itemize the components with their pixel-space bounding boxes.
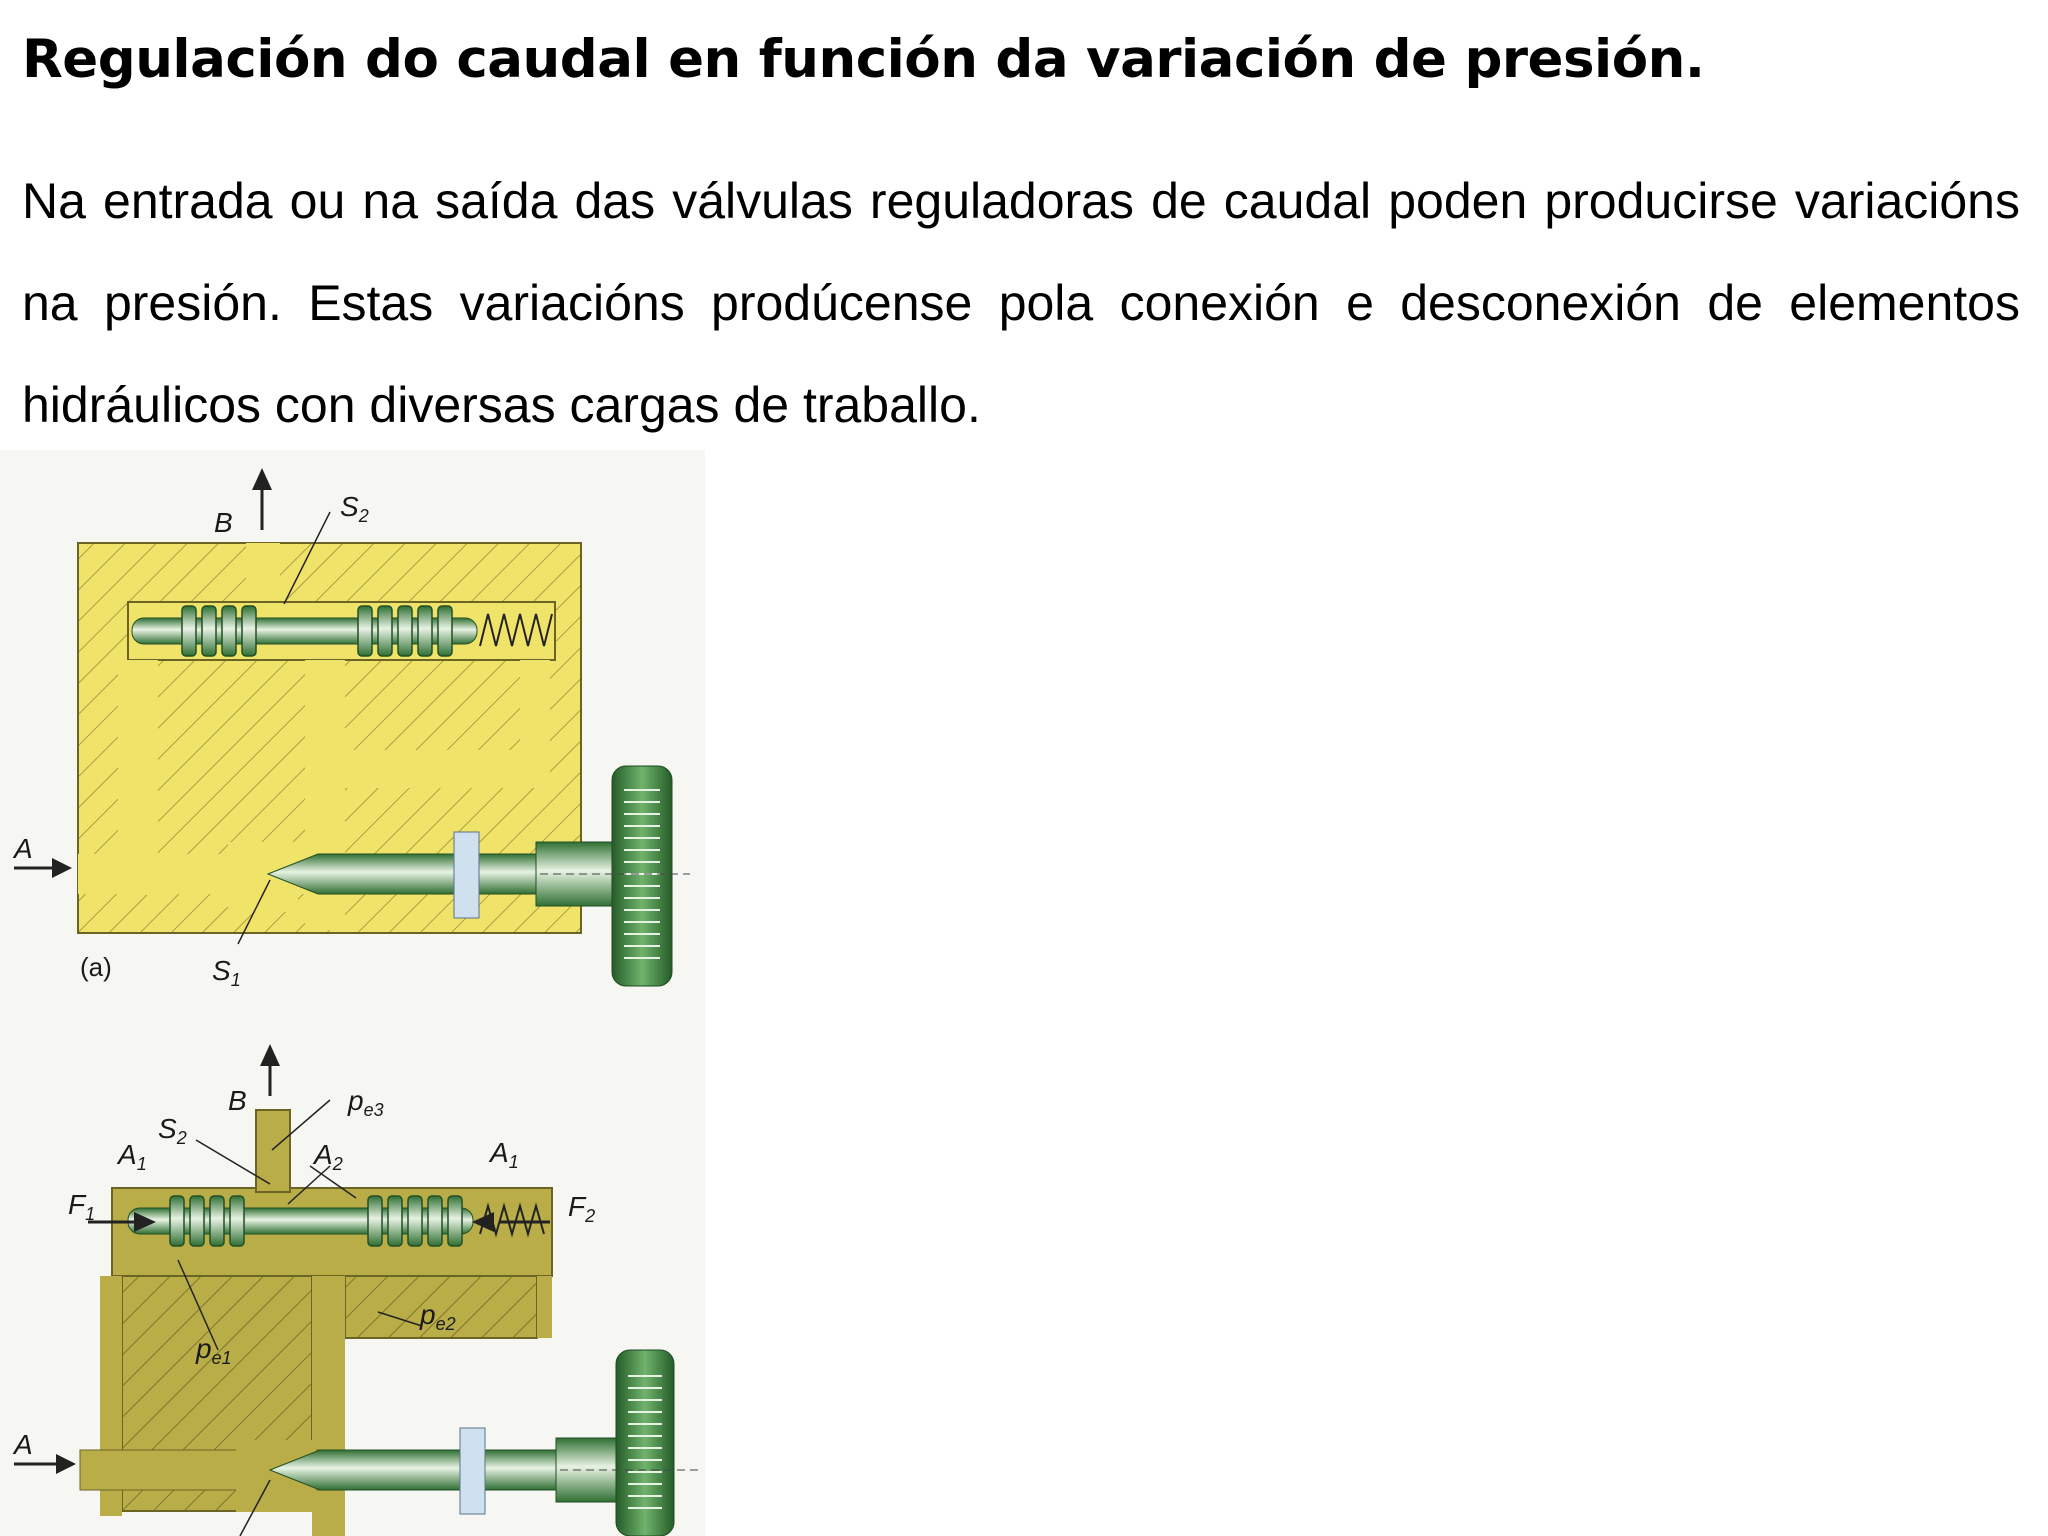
svg-text:A2: A2: [312, 1139, 343, 1174]
lock-nut-a: [453, 831, 480, 919]
svg-text:F2: F2: [568, 1191, 595, 1226]
outlet-arrow-icon: [260, 1044, 280, 1066]
svg-text:S2: S2: [340, 491, 369, 526]
needle-b: [268, 1449, 561, 1491]
svg-text:S1: S1: [212, 955, 241, 990]
label-b-b: B: [228, 1085, 247, 1116]
adjust-knob-b: [615, 1349, 675, 1536]
label-a-b: A: [12, 1429, 33, 1460]
svg-text:pe1: pe1: [195, 1333, 232, 1368]
outlet-channel-b: [255, 1109, 291, 1193]
flow-regulator-figure: B S2 A S1 (a): [0, 450, 705, 1536]
body-paragraph: Na entrada ou na saída das válvulas regu…: [22, 173, 2020, 433]
force-arrow-right-icon: [134, 1212, 156, 1232]
label-a-a: A: [12, 833, 33, 864]
needle-a: [266, 853, 541, 895]
valve-diagram-b: B pe3 S2 A1 A2 A1 F1 F2 pe2 pe1 A: [12, 1044, 700, 1536]
svg-text:F1: F1: [68, 1189, 95, 1224]
svg-text:A1: A1: [488, 1137, 519, 1172]
arrow-right-icon: [52, 858, 72, 878]
svg-text:S2: S2: [158, 1113, 187, 1148]
force-arrow-left-icon: [472, 1212, 494, 1232]
label-b-a: B: [214, 507, 233, 538]
caption-a: (a): [80, 952, 112, 982]
lock-nut-b: [459, 1427, 486, 1515]
svg-text:pe2: pe2: [419, 1299, 456, 1334]
inlet-arrow-icon: [56, 1454, 76, 1474]
svg-text:pe3: pe3: [347, 1085, 384, 1120]
outlet-channel-a: [246, 543, 280, 605]
valve-diagram-a: B S2 A S1 (a): [12, 468, 690, 990]
spring-a: [479, 613, 553, 647]
adjust-knob-a: [611, 765, 673, 987]
arrow-up-icon: [252, 468, 272, 490]
slide-title: Regulación do caudal en función da varia…: [22, 29, 1705, 90]
svg-text:A1: A1: [116, 1139, 147, 1174]
